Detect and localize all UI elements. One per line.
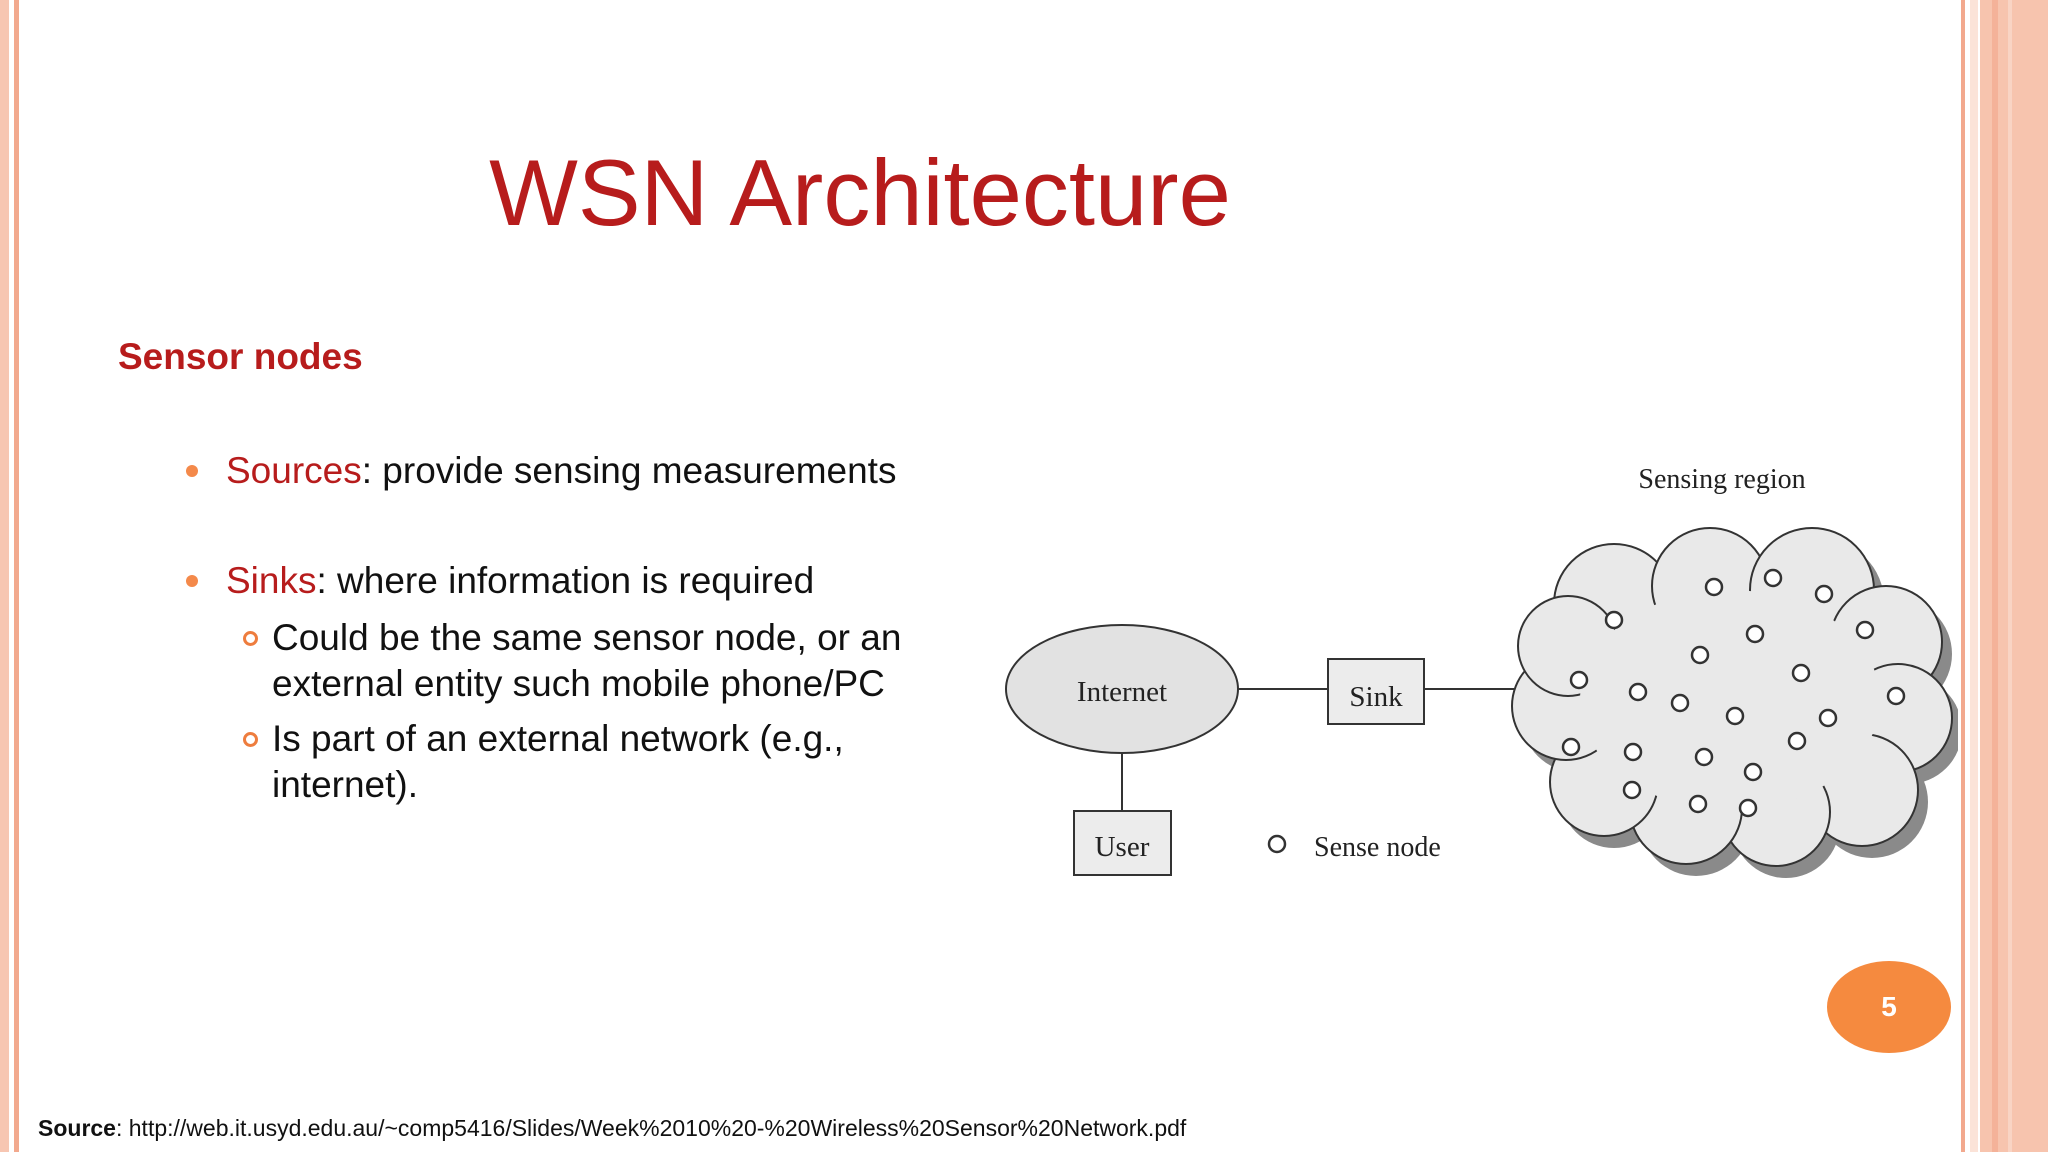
sub-bullet-line: internet).	[272, 764, 419, 805]
sensor-node	[1694, 747, 1714, 767]
page-number-badge: 5	[1827, 961, 1951, 1053]
sensor-node	[1886, 686, 1906, 706]
slide-border-left-inner	[14, 0, 19, 1152]
bullet-dot	[186, 575, 198, 587]
sub-bullet-ring	[243, 631, 258, 646]
sensor-node	[1688, 794, 1708, 814]
sensor-node	[1569, 670, 1589, 690]
sub-bullet-line: Is part of an external network (e.g.,	[272, 718, 844, 759]
bullet-text: : where information is required	[316, 560, 815, 601]
internet-node	[1005, 624, 1239, 754]
sensing-region-label: Sensing region	[1638, 464, 1805, 495]
source-url: : http://web.it.usyd.edu.au/~comp5416/Sl…	[115, 1115, 1187, 1141]
sensor-node	[1814, 584, 1834, 604]
sensor-node	[1855, 620, 1875, 640]
bullet-sources: Sources: provide sensing measurements	[186, 448, 897, 494]
bullet-key: Sinks	[226, 560, 317, 601]
sensing-region-fill	[1580, 590, 1880, 810]
internet-label: Internet	[1077, 676, 1167, 708]
sink-label: Sink	[1349, 681, 1403, 713]
section-heading: Sensor nodes	[118, 336, 363, 377]
slide-border-right	[1961, 0, 1965, 1152]
slide-border-right-band	[1970, 0, 1978, 1152]
user-label: User	[1095, 831, 1150, 863]
sub-bullet-external-network: Is part of an external network (e.g., in…	[243, 716, 844, 808]
slide-border-right-stripe	[2008, 0, 2012, 1152]
slide-title: WSN Architecture	[489, 140, 1231, 245]
sub-bullet-line: external entity such mobile phone/PC	[272, 663, 885, 704]
bullet-key: Sources	[226, 450, 362, 491]
bullet-dot	[186, 465, 198, 477]
legend-sense-node-label: Sense node	[1314, 832, 1441, 863]
user-node	[1073, 810, 1172, 876]
slide-border-right-band	[1980, 0, 2048, 1152]
sensor-node	[1561, 737, 1581, 757]
wsn-diagram: Internet Sink User Sensing region	[1005, 464, 1958, 878]
slide-border-right-stripe	[1992, 0, 1998, 1152]
sub-bullet-ring	[243, 732, 258, 747]
bullet-text: : provide sensing measurements	[361, 450, 897, 491]
sensor-node	[1743, 762, 1763, 782]
sensor-node	[1604, 610, 1624, 630]
sensor-node	[1738, 798, 1758, 818]
sensor-node	[1690, 645, 1710, 665]
sub-bullet-line: Could be the same sensor node, or an	[272, 617, 902, 658]
sensor-node	[1725, 706, 1745, 726]
legend-sense-node-icon	[1267, 834, 1287, 854]
sensor-node	[1670, 693, 1690, 713]
sensor-node	[1628, 682, 1648, 702]
sensor-node	[1791, 663, 1811, 683]
bullet-sinks: Sinks: where information is required	[186, 558, 815, 604]
sensor-node	[1763, 568, 1783, 588]
sensor-nodes	[1561, 568, 1906, 818]
sensor-node	[1704, 577, 1724, 597]
sensor-node	[1787, 731, 1807, 751]
sensor-node	[1622, 780, 1642, 800]
sink-node	[1327, 658, 1425, 725]
slide-border-left	[0, 0, 9, 1152]
sensor-node	[1623, 742, 1643, 762]
source-label: Source	[38, 1115, 116, 1141]
sub-bullet-same-node: Could be the same sensor node, or an ext…	[243, 615, 902, 707]
source-citation: Source: http://web.it.usyd.edu.au/~comp5…	[38, 1114, 1186, 1142]
sensor-node	[1745, 624, 1765, 644]
sensor-node	[1818, 708, 1838, 728]
